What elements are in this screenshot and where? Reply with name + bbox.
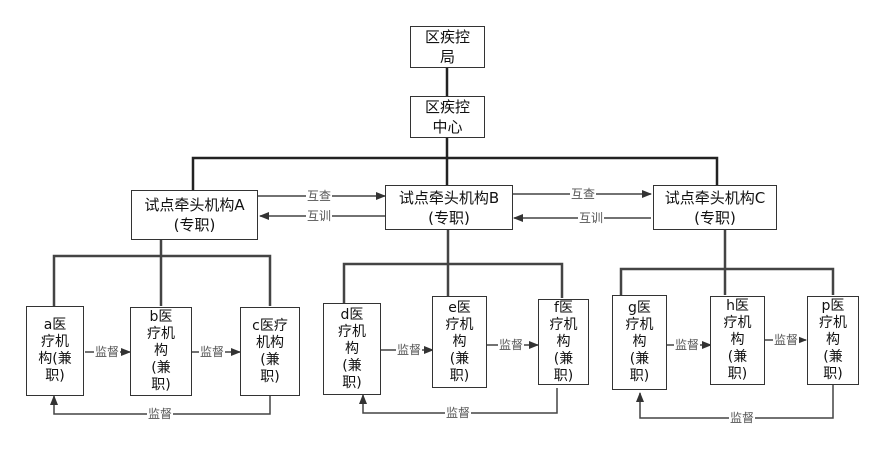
node-text: 职) (45, 368, 65, 384)
supervise-label: 监督 (674, 338, 701, 352)
node-text: 职) (823, 366, 843, 382)
node-text: 机构 (255, 334, 284, 351)
node-text: 试点牵头机构C (664, 188, 766, 207)
node-text: 疗机 (338, 323, 366, 340)
node-text: (兼 (449, 350, 470, 367)
medical-institution-d-node: d医疗机构(兼职) (323, 303, 381, 395)
mutual-train-label: 互训 (306, 209, 333, 223)
medical-institution-f-node: f医疗机构(兼职) (538, 299, 589, 385)
node-text: 构 (154, 343, 168, 359)
supervise-label: 监督 (773, 333, 800, 347)
lead-institution-c-node: 试点牵头机构C(专职) (653, 185, 777, 230)
node-text: 构 (556, 333, 571, 350)
medical-institution-h-node: h医疗机构(兼职) (710, 296, 765, 385)
node-text: 职) (629, 368, 650, 384)
medical-institution-b-node: b医疗机构(兼职) (130, 307, 192, 396)
node-text: 区疾控 (424, 28, 470, 46)
node-text: c医疗 (252, 317, 288, 334)
node-text: d医 (340, 306, 364, 323)
link-group-c (619, 267, 835, 295)
node-text: f医 (554, 299, 573, 316)
node-text: 试点牵头机构B (398, 188, 500, 207)
node-text: (兼 (727, 349, 748, 365)
medical-institution-e-node: e医疗机构(兼职) (432, 296, 487, 388)
link-group-b (342, 262, 564, 303)
supervise-label: 监督 (94, 345, 121, 359)
node-text: (兼 (553, 350, 574, 367)
node-text: 疗机 (625, 317, 654, 333)
node-text: 中心 (432, 118, 463, 136)
node-text: b医 (149, 309, 173, 325)
node-text: 疗机 (549, 316, 578, 333)
node-text: 疗机 (723, 315, 752, 331)
node-text: 疗机 (147, 326, 175, 342)
node-text: 构 (632, 334, 647, 350)
lead-institution-b-node: 试点牵头机构B(专职) (385, 185, 513, 230)
node-text: 区疾控 (424, 98, 470, 116)
node-text: 职) (260, 368, 280, 385)
medical-institution-g-node: g医疗机构(兼职) (612, 295, 667, 390)
node-text: (兼 (260, 351, 280, 368)
node-text: (专职) (428, 208, 470, 227)
link-center-leads (191, 156, 719, 190)
mutual-train-label: 互训 (578, 211, 605, 225)
node-text: 构(兼 (38, 351, 72, 367)
medical-institution-p-node: p医疗机构(兼职) (807, 296, 859, 385)
node-text: 职) (553, 367, 574, 384)
medical-institution-c-node: c医疗机构(兼职) (240, 307, 300, 396)
supervise-label: 监督 (729, 411, 756, 425)
medical-institution-a-node: a医疗机构(兼职) (26, 306, 84, 396)
node-text: (兼 (342, 357, 362, 374)
node-text: (专职) (694, 208, 736, 227)
node-text: 职) (151, 377, 171, 393)
supervise-label: 监督 (396, 343, 423, 357)
supervise-label: 监督 (147, 407, 174, 421)
node-text: h医 (726, 298, 749, 314)
node-text: e医 (448, 299, 471, 316)
node-text: 构 (345, 340, 359, 357)
node-text: (兼 (151, 360, 171, 376)
lead-institution-a-node: 试点牵头机构A (专职) (131, 190, 258, 240)
node-text: p医 (821, 298, 845, 314)
node-text: g医 (628, 300, 651, 316)
district-cdc-bureau-node: 区疾控局 (410, 26, 485, 68)
node-text: 疗机 (819, 315, 847, 331)
node-text: (专职) (173, 216, 216, 234)
node-text: 构 (730, 332, 745, 348)
node-text: 疗机 (445, 316, 474, 333)
mutual-check-label: 互查 (306, 189, 333, 203)
district-cdc-center-node: 区疾控中心 (410, 96, 485, 138)
node-text: 构 (452, 333, 467, 350)
node-text: 试点牵头机构A (144, 196, 245, 214)
node-text: a医 (43, 317, 67, 333)
node-text: 疗机 (41, 334, 69, 350)
node-text: 职) (727, 366, 748, 382)
node-text: (兼 (629, 351, 650, 367)
node-text: 职) (449, 367, 470, 384)
node-text: 局 (439, 48, 455, 66)
mutual-check-label: 互查 (570, 187, 597, 201)
supervise-label: 监督 (445, 406, 472, 420)
node-text: (兼 (823, 349, 843, 365)
supervise-label: 监督 (199, 345, 226, 359)
node-text: 职) (342, 374, 362, 391)
node-text: 构 (826, 332, 840, 348)
supervise-label: 监督 (498, 338, 525, 352)
